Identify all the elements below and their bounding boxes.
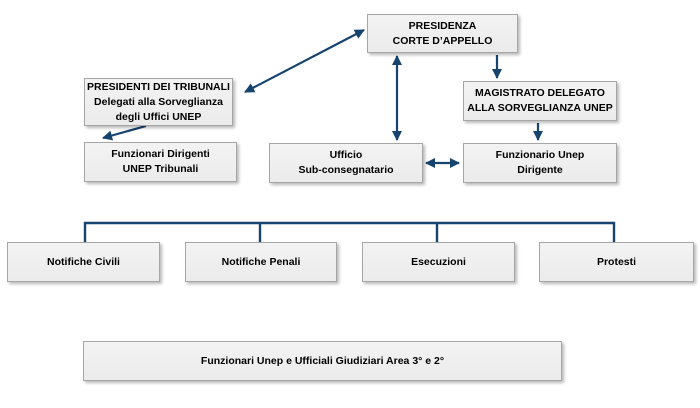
node-label: Ufficio Sub-consegnatario <box>298 149 394 176</box>
node-ufficio-subconsegnatario: Ufficio Sub-consegnatario <box>269 143 423 183</box>
node-label: Esecuzioni <box>411 255 466 268</box>
node-label: Funzionari Dirigenti UNEP Tribunali <box>111 148 210 175</box>
node-protesti: Protesti <box>539 242 694 282</box>
node-label: Protesti <box>596 255 637 268</box>
node-funzionari-dirigenti: Funzionari Dirigenti UNEP Tribunali <box>84 142 237 182</box>
node-label: Funzionario Unep Dirigente <box>495 149 585 176</box>
node-label: Notifiche Civili <box>47 255 120 268</box>
connector-presidenti-presidenza <box>244 29 365 93</box>
node-presidenti-tribunali: PRESIDENTI DEI TRIBUNALI Delegati alla S… <box>84 78 233 126</box>
node-label: MAGISTRATO DELEGATO ALLA SORVEGLIANZA UN… <box>467 87 613 114</box>
node-funzionario-unep-dirigente: Funzionario Unep Dirigente <box>463 143 617 183</box>
node-label: Funzionari Unep e Ufficiali Giudiziari A… <box>200 354 445 367</box>
connector-presidenti-funzionari <box>102 124 147 141</box>
node-notifiche-penali: Notifiche Penali <box>185 242 337 282</box>
node-area-funzionari: Funzionari Unep e Ufficiali Giudiziari A… <box>83 341 562 381</box>
node-label: PRESIDENZA CORTE D’APPELLO <box>392 19 493 47</box>
node-presidenza-corte-appello: PRESIDENZA CORTE D’APPELLO <box>367 14 518 53</box>
node-esecuzioni: Esecuzioni <box>362 242 515 282</box>
node-magistrato-delegato: MAGISTRATO DELEGATO ALLA SORVEGLIANZA UN… <box>463 81 617 121</box>
node-notifiche-civili: Notifiche Civili <box>7 242 160 282</box>
node-label: PRESIDENTI DEI TRIBUNALI Delegati alla S… <box>87 80 230 123</box>
node-label: Notifiche Penali <box>221 255 301 268</box>
connector-services-bracket <box>83 221 616 242</box>
